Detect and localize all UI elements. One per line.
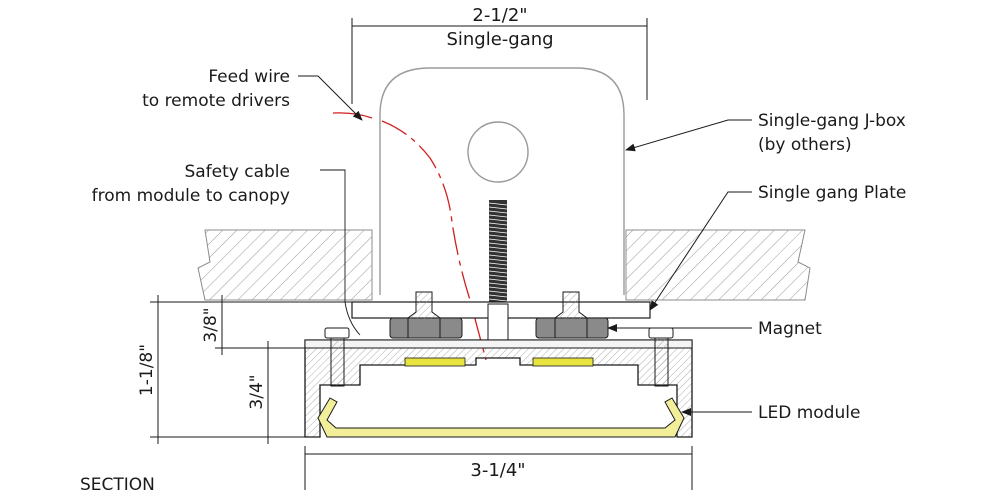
dimension-lines (150, 18, 693, 490)
rod-thread (488, 286, 508, 290)
rod-thread (488, 242, 508, 246)
rod-thread (488, 262, 508, 266)
rod-thread (488, 258, 508, 262)
profile-body (304, 339, 693, 438)
rod-thread (488, 250, 508, 254)
leader-lines (298, 75, 752, 416)
rod-thread (488, 270, 508, 274)
rod-thread (488, 266, 508, 270)
rod-thread (488, 206, 508, 210)
center-stud (487, 303, 509, 343)
rod-thread (488, 238, 508, 242)
screw-icon (407, 291, 588, 339)
rod-thread (488, 218, 508, 222)
threaded-rod (488, 200, 508, 304)
dim-top-width: 2-1/2" (472, 5, 527, 26)
rod-thread (488, 202, 508, 206)
dim-left-upper: 3/8" (201, 307, 221, 342)
view-label: SECTION (80, 475, 155, 495)
rod-thread (488, 294, 508, 298)
rod-thread (488, 246, 508, 250)
dim-left-lower: 3/4" (247, 374, 267, 409)
rod-thread (488, 210, 508, 214)
dim-left-total: 1-1/8" (137, 344, 157, 396)
rod-thread (488, 290, 508, 294)
rod-thread (488, 214, 508, 218)
rod-thread (488, 226, 508, 230)
callout-safety-cable-1: Safety cable (184, 162, 290, 182)
callout-jbox-1: Single-gang J-box (758, 111, 906, 131)
led-module-lens (317, 397, 685, 438)
callout-led-module: LED module (758, 403, 860, 423)
rod-thread (488, 254, 508, 258)
rod-thread (488, 298, 508, 302)
ceiling-left (197, 229, 373, 301)
rod-thread (488, 230, 508, 234)
rod-thread (488, 282, 508, 286)
callout-feed-wire-1: Feed wire (208, 67, 290, 87)
callout-safety-cable-2: from module to canopy (92, 186, 290, 206)
rod-thread (488, 234, 508, 238)
dim-top-sub: Single-gang (446, 29, 553, 50)
led-chips (404, 357, 594, 367)
dim-bottom-width: 3-1/4" (470, 460, 525, 481)
callout-magnet: Magnet (758, 319, 822, 339)
rod-thread (488, 278, 508, 282)
rod-thread (488, 222, 508, 226)
ceiling-right (625, 229, 811, 301)
callout-feed-wire-2: to remote drivers (142, 91, 290, 111)
callout-jbox-2: (by others) (758, 135, 852, 155)
screw-icon (324, 327, 674, 387)
knockout-icon (467, 121, 529, 183)
callout-plate: Single gang Plate (758, 183, 906, 203)
rod-thread (488, 274, 508, 278)
